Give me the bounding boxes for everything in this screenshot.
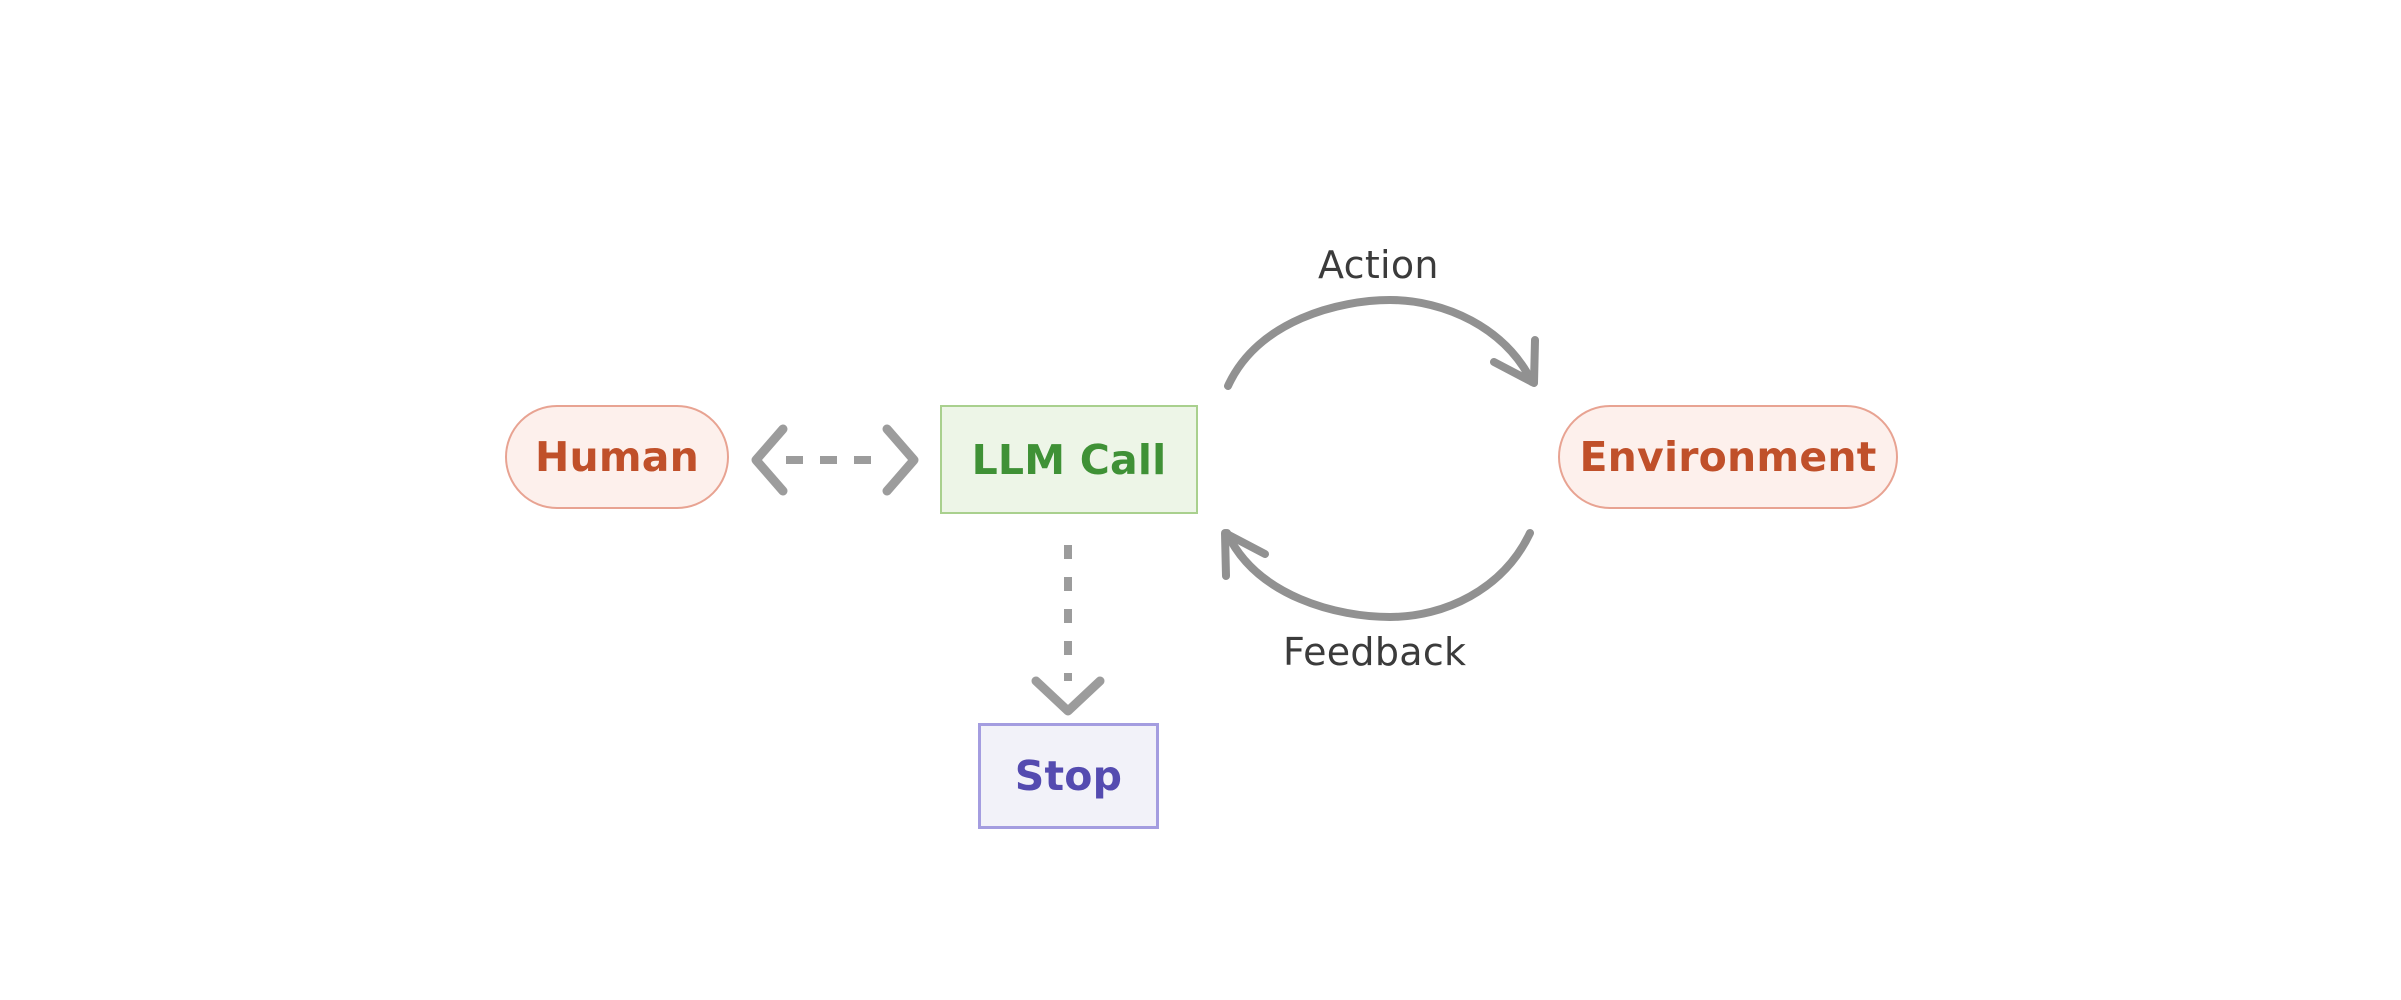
edge-llm-call-environment-action (1224, 295, 1539, 390)
node-stop-label: Stop (1014, 752, 1123, 800)
edge-label-action: Action (1318, 243, 1439, 287)
edge-llm-call-stop (1031, 545, 1105, 716)
node-llm-call[interactable]: LLM Call (940, 405, 1198, 514)
node-stop[interactable]: Stop (978, 723, 1159, 829)
arrowhead-action-icon (1490, 336, 1539, 387)
node-llm-call-label: LLM Call (971, 435, 1167, 484)
node-environment-label: Environment (1579, 433, 1877, 481)
edge-environment-llm-call-feedback (1221, 529, 1534, 622)
arrowhead-left-chevron-icon (751, 424, 788, 496)
edge-action-curve (1224, 295, 1536, 390)
node-human[interactable]: Human (505, 405, 729, 509)
edge-feedback-curve (1223, 529, 1534, 622)
arrowhead-down-chevron-icon (1031, 676, 1105, 716)
arrowhead-feedback-icon (1221, 529, 1269, 580)
edge-label-feedback: Feedback (1283, 630, 1467, 674)
arrowhead-right-chevron-icon (882, 424, 919, 496)
edge-human-llm-call (751, 424, 919, 496)
node-human-label: Human (534, 433, 700, 481)
node-environment[interactable]: Environment (1558, 405, 1898, 509)
